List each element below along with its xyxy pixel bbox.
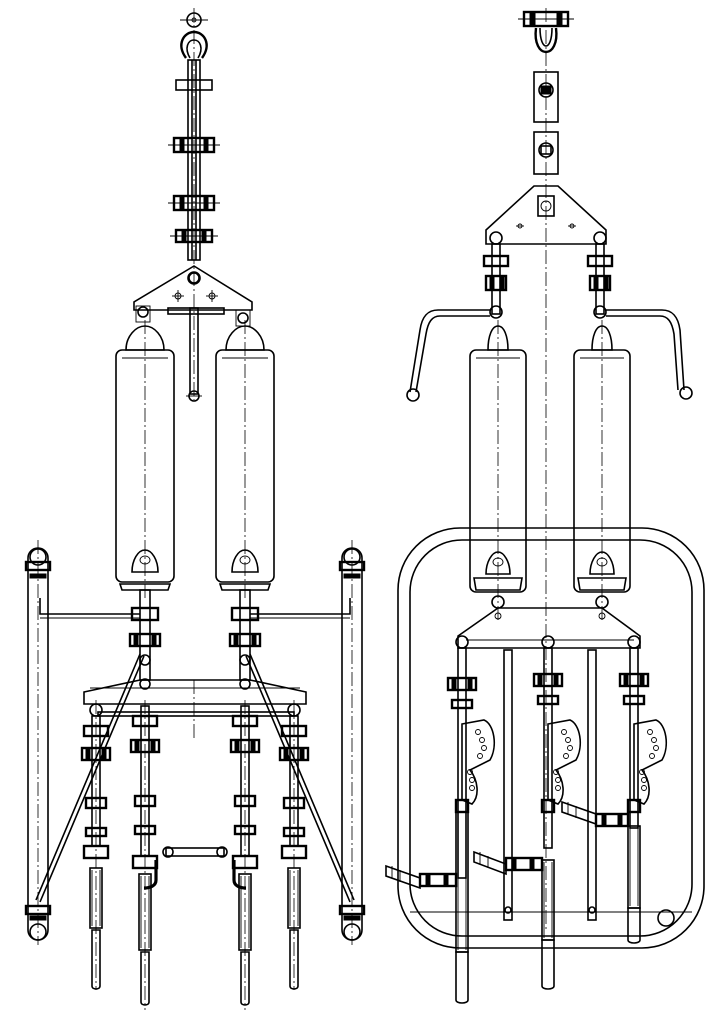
left-insulator-2: [215, 309, 275, 600]
right-arcing-horns: [406, 309, 693, 402]
right-yoke-plate: [485, 185, 607, 245]
right-lower-yoke: [455, 607, 641, 649]
left-rod-string-1: [80, 700, 112, 990]
right-shield-ring: [397, 527, 705, 949]
left-side-shield-rod-left: [24, 540, 52, 945]
right-link-plates: [533, 71, 559, 175]
left-side-shield-rod-right: [338, 540, 366, 945]
right-rod-string-2: [473, 647, 582, 990]
left-spacer-bar: [143, 846, 247, 890]
left-yoke-plate: [133, 265, 253, 402]
left-rod-string-4: [278, 700, 310, 990]
right-insulator-assembly: [385, 8, 705, 1004]
right-vertical-struts: [410, 649, 692, 921]
left-rod-string-2: [129, 700, 161, 1010]
right-rod-string-3: [561, 647, 668, 944]
right-insulator-2: [573, 320, 631, 620]
left-diagonal-stays: [35, 653, 355, 903]
left-insulator-assembly: [24, 8, 366, 1010]
left-rod-string-3: [229, 700, 261, 1010]
right-top-shackle: [518, 8, 574, 930]
left-lower-links: [128, 589, 262, 681]
right-insulator-1: [469, 320, 527, 620]
left-shield-arms: [39, 598, 351, 619]
left-upper-link: [168, 8, 220, 400]
right-rod-string-1: [385, 647, 496, 1004]
right-hangers: [482, 243, 614, 319]
left-insulator-1: [115, 305, 175, 600]
